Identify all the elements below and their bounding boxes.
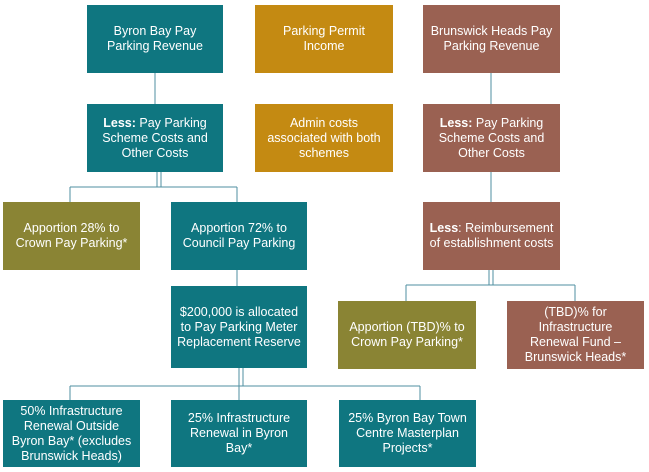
infrastructure-brunswick-box: (TBD)% for Infrastructure Renewal Fund –… (507, 301, 644, 369)
reimbursement-detail: : Reimbursement of establishment costs (429, 221, 554, 250)
council-72-percent-box: Apportion 72% to Council Pay Parking (171, 202, 307, 270)
admin-costs-text: Admin costs associated with both schemes (267, 115, 381, 160)
infrastructure-brunswick-text: (TBD)% for Infrastructure Renewal Fund –… (524, 305, 627, 364)
brunswick-less-costs-detail: Pay Parking Scheme Costs and Other Costs (438, 115, 545, 160)
infrastructure-byron-text: 25% Infrastructure Renewal in Byron Bay* (187, 411, 291, 455)
meter-replacement-reserve-box: $200,000 is allocated to Pay Parking Met… (171, 286, 307, 368)
reimbursement-text: Less: Reimbursement of establishment cos… (429, 221, 554, 251)
crown-tbd-percent-text: Apportion (TBD)% to Crown Pay Parking* (349, 320, 465, 349)
crown-tbd-percent-box: Apportion (TBD)% to Crown Pay Parking* (338, 301, 476, 369)
infrastructure-outside-byron-text: 50% Infrastructure Renewal Outside Byron… (11, 403, 132, 463)
masterplan-projects-text: 25% Byron Bay Town Centre Masterplan Pro… (348, 411, 467, 455)
brunswick-heads-revenue-text: Brunswick Heads Pay Parking Revenue (430, 24, 553, 53)
crown-28-percent-text: Apportion 28% to Crown Pay Parking* (15, 221, 128, 250)
meter-replacement-reserve-text: $200,000 is allocated to Pay Parking Met… (177, 304, 301, 349)
infrastructure-byron-box: 25% Infrastructure Renewal in Byron Bay* (171, 400, 307, 467)
brunswick-less-costs-text: Less: Pay Parking Scheme Costs and Other… (429, 116, 554, 161)
infrastructure-outside-byron-box: 50% Infrastructure Renewal Outside Byron… (3, 400, 140, 467)
brunswick-heads-revenue-box: Brunswick Heads Pay Parking Revenue (423, 5, 560, 73)
crown-28-percent-box: Apportion 28% to Crown Pay Parking* (3, 202, 140, 270)
byron-bay-revenue-text: Byron Bay Pay Parking Revenue (107, 24, 203, 53)
less-label: Less: (103, 115, 136, 130)
masterplan-projects-box: 25% Byron Bay Town Centre Masterplan Pro… (339, 400, 476, 467)
council-72-percent-text: Apportion 72% to Council Pay Parking (182, 221, 296, 250)
parking-permit-income-box: Parking Permit Income (255, 5, 393, 73)
less-label: Less (429, 221, 459, 235)
brunswick-less-costs-box: Less: Pay Parking Scheme Costs and Other… (423, 104, 560, 172)
byron-less-costs-text: Less: Pay Parking Scheme Costs and Other… (93, 116, 217, 161)
reimbursement-box: Less: Reimbursement of establishment cos… (423, 202, 560, 270)
parking-permit-income-text: Parking Permit Income (283, 24, 365, 53)
byron-less-costs-detail: Pay Parking Scheme Costs and Other Costs (102, 115, 208, 160)
admin-costs-box: Admin costs associated with both schemes (255, 104, 393, 172)
byron-less-costs-box: Less: Pay Parking Scheme Costs and Other… (87, 104, 223, 172)
byron-bay-revenue-box: Byron Bay Pay Parking Revenue (87, 5, 223, 73)
less-label: Less: (439, 115, 473, 130)
